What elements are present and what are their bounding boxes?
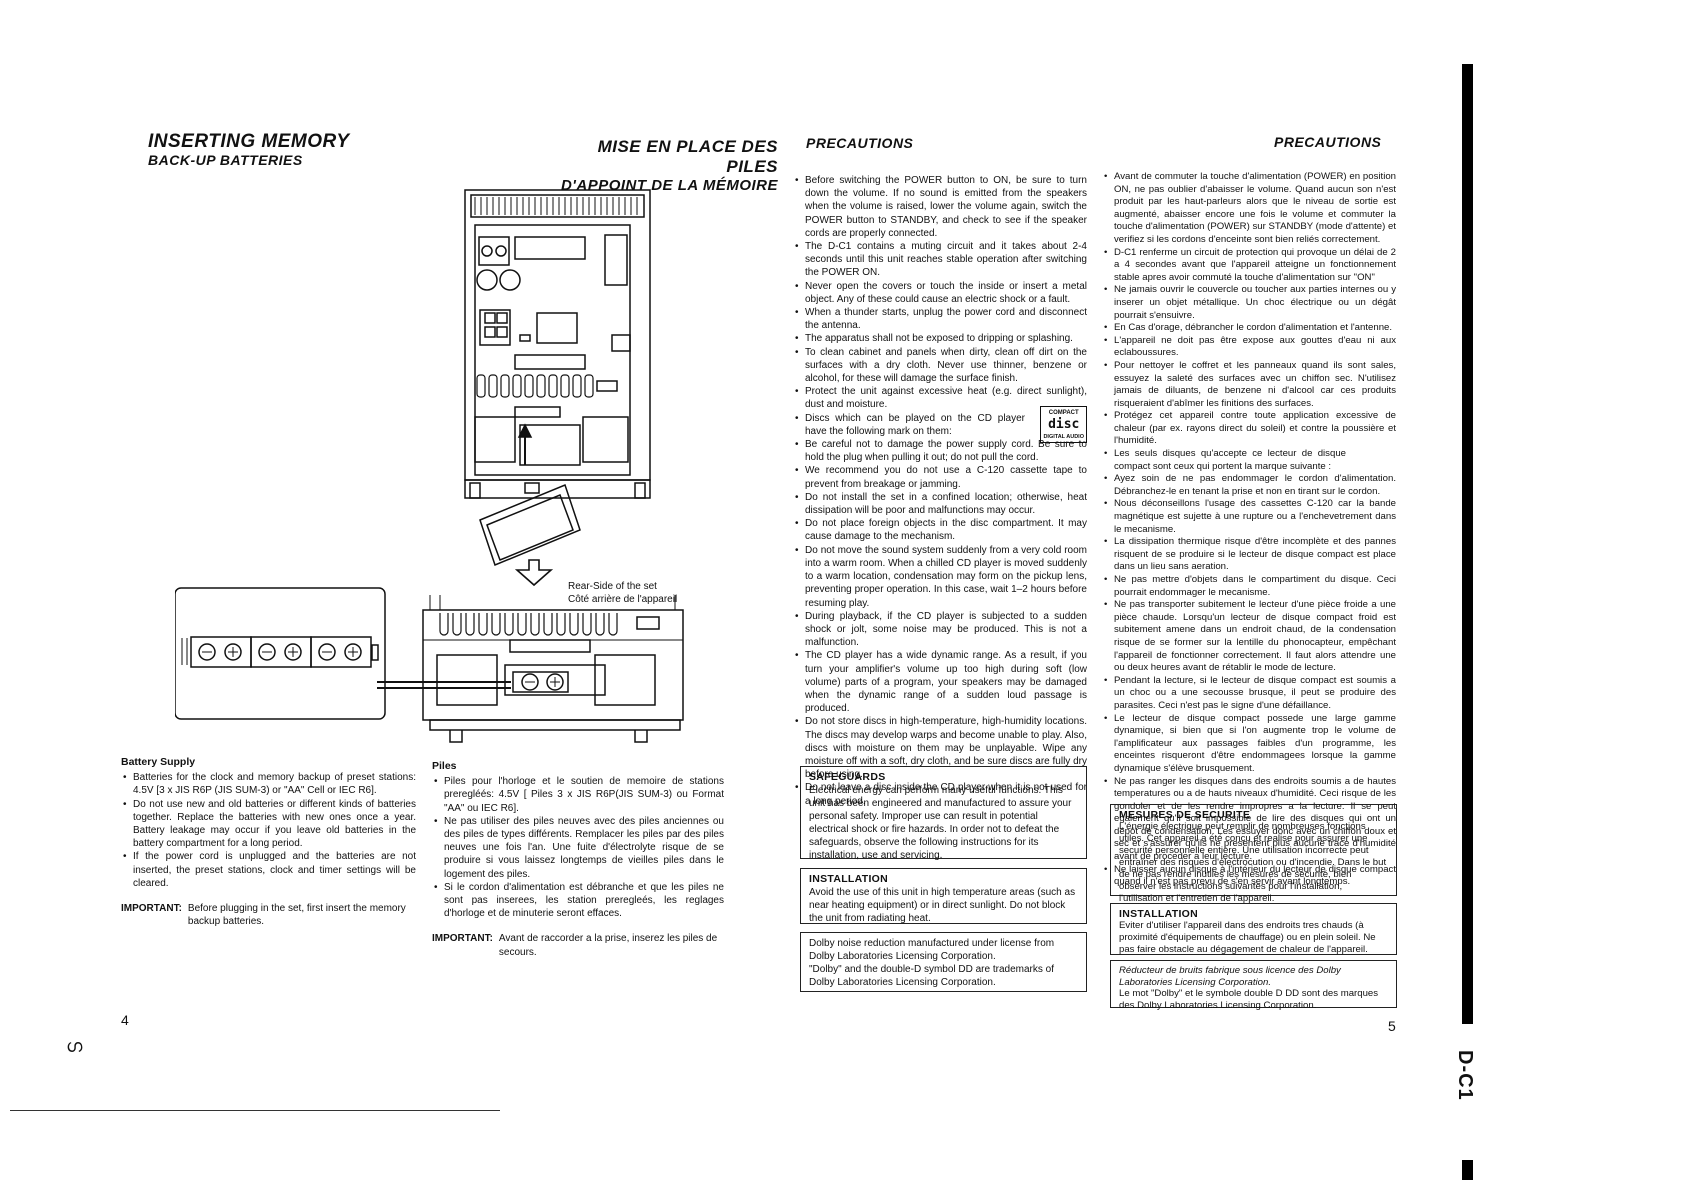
page-mark-left: ഗ xyxy=(66,1036,83,1056)
important-en: IMPORTANT: Before plugging in the set, f… xyxy=(121,902,416,928)
important-fr-label: IMPORTANT: xyxy=(432,933,493,945)
list-item: Ne laisser aucun disque à l'intérieur du… xyxy=(1102,864,1396,889)
list-item: La dissipation thermique risque d'être i… xyxy=(1102,536,1396,574)
mesures-title: MESURES DE SECURITE xyxy=(1119,809,1251,821)
list-item: The apparatus shall not be exposed to dr… xyxy=(793,332,1087,345)
list-item: Protect the unit against excessive heat … xyxy=(793,385,1087,411)
cd-logo-mid: disc xyxy=(1048,416,1080,432)
list-item: Ne pas utiliser des piles neuves avec de… xyxy=(432,815,724,881)
page-number-left: 4 xyxy=(121,1012,129,1028)
diagram-caption-en: Rear-Side of the set xyxy=(568,581,657,592)
mesures-text: L'énergie électrique peut remplir de nom… xyxy=(1119,821,1387,904)
important-fr-text: Avant de raccorder a la prise, inserez l… xyxy=(498,933,718,958)
list-item: The CD player has a wide dynamic range. … xyxy=(793,649,1087,715)
side-label: D-C1 xyxy=(1454,1050,1476,1101)
installation-fr-text: Eviter d'utiliser l'appareil dans des en… xyxy=(1119,920,1376,955)
precautions-fr: Avant de commuter la touche d'alimentati… xyxy=(1102,171,1396,889)
precautions-en: Before switching the POWER button to ON,… xyxy=(793,174,1087,808)
list-item: Be careful not to damage the power suppl… xyxy=(793,438,1087,464)
list-item: Do not place foreign objects in the disc… xyxy=(793,517,1087,543)
list-item: Do not leave a disc inside the CD player… xyxy=(793,781,1087,807)
diagram-caption-fr: Côté arrière de l'appareil xyxy=(568,594,678,605)
list-item: Piles pour l'horloge et le soutien de me… xyxy=(432,775,724,815)
list-item: If the power cord is unplugged and the b… xyxy=(121,850,416,890)
list-item: Le lecteur de disque compact possede une… xyxy=(1102,713,1396,776)
list-item: Si le cordon d'alimentation est débranch… xyxy=(432,881,724,921)
important-en-text: Before plugging in the set, first insert… xyxy=(187,903,406,928)
list-item: En Cas d'orage, débrancher le cordon d'a… xyxy=(1102,322,1396,335)
list-item-text: Discs which can be played on the CD play… xyxy=(805,412,1025,437)
list-item: Ne pas mettre d'objets dans le compartim… xyxy=(1102,574,1396,599)
list-item: Pour nettoyer le coffret et les panneaux… xyxy=(1102,360,1396,410)
list-item: Discs which can be played on the CD play… xyxy=(793,405,1087,443)
list-item: Do not move the sound system suddenly fr… xyxy=(793,544,1087,610)
cd-logo-top: COMPACT xyxy=(1048,409,1079,416)
safeguards-title: SAFEGUARDS xyxy=(809,771,886,783)
safeguards-box: SAFEGUARDS Electrical energy can perform… xyxy=(800,766,1087,861)
precautions-header-en: PRECAUTIONS xyxy=(806,135,914,151)
dolby-en-line1: Dolby noise reduction manufactured under… xyxy=(809,938,1055,962)
list-item: To clean cabinet and panels when dirty, … xyxy=(793,346,1087,386)
important-en-label: IMPORTANT: xyxy=(121,903,182,915)
important-fr: IMPORTANT: Avant de raccorder a la prise… xyxy=(432,932,724,958)
list-item: Protégez cet appareil contre toute appli… xyxy=(1102,410,1396,448)
dolby-fr-box: Réducteur de bruits fabrique sous licenc… xyxy=(1110,960,1397,1011)
installation-en-title: INSTALLATION xyxy=(809,873,889,885)
header-en: INSERTING MEMORY BACK-UP BATTERIES xyxy=(148,131,350,168)
dolby-fr-line2: Le mot "Dolby" et le symbole double D DD… xyxy=(1119,988,1379,1011)
list-item: Avant de commuter la touche d'alimentati… xyxy=(1102,171,1396,247)
list-item: Ne pas ranger les disques dans des endro… xyxy=(1102,776,1396,864)
battery-supply-en: Battery Supply Batteries for the clock a… xyxy=(121,756,416,928)
header-en-line1: INSERTING MEMORY xyxy=(148,131,350,152)
list-item: Do not use new and old batteries or diff… xyxy=(121,798,416,851)
list-item: The D-C1 contains a muting circuit and i… xyxy=(793,240,1087,280)
list-item: During playback, if the CD player is sub… xyxy=(793,610,1087,650)
installation-en-box: INSTALLATION Avoid the use of this unit … xyxy=(800,868,1087,924)
precautions-header-fr: PRECAUTIONS xyxy=(1274,134,1382,150)
installation-fr-box: INSTALLATION Eviter d'utiliser l'apparei… xyxy=(1110,903,1397,955)
mesures-box: MESURES DE SECURITE L'énergie électrique… xyxy=(1110,804,1397,904)
side-bar-top xyxy=(1462,64,1473,1024)
list-item: Never open the covers or touch the insid… xyxy=(793,280,1087,306)
list-item: Do not install the set in a confined loc… xyxy=(793,491,1087,517)
list-item: Ayez soin de ne pas endommager le cordon… xyxy=(1102,473,1396,498)
list-item: Ne jamais ouvrir le couvercle ou toucher… xyxy=(1102,284,1396,322)
header-fr-line1: MISE EN PLACE DES PILES xyxy=(597,137,778,176)
list-item: Batteries for the clock and memory backu… xyxy=(121,771,416,797)
battery-supply-en-title: Battery Supply xyxy=(121,756,196,768)
list-item: We recommend you do not use a C-120 cass… xyxy=(793,464,1087,490)
safeguards-text: Electrical energy can perform many usefu… xyxy=(809,785,1072,861)
list-item: Ne pas transporter subitement le lecteur… xyxy=(1102,599,1396,675)
battery-supply-fr: Piles Piles pour l'horloge et le soutien… xyxy=(432,760,724,959)
dolby-fr-line1: Réducteur de bruits fabrique sous licenc… xyxy=(1119,965,1341,988)
page-number-right: 5 xyxy=(1388,1018,1396,1034)
list-item: When a thunder starts, unplug the power … xyxy=(793,306,1087,332)
list-item: Les seuls disques qu'accepte ce lecteur … xyxy=(1102,448,1396,473)
battery-supply-fr-title: Piles xyxy=(432,760,457,772)
battery-diagram xyxy=(175,189,684,743)
bottom-rule xyxy=(10,1110,500,1111)
list-item: Do not store discs in high-temperature, … xyxy=(793,715,1087,781)
list-item: L'appareil ne doit pas être expose aux g… xyxy=(1102,335,1396,360)
list-item: Pendant la lecture, si le lecteur de dis… xyxy=(1102,675,1396,713)
diagram-caption: Rear-Side of the set Côté arrière de l'a… xyxy=(568,580,677,606)
installation-fr-title: INSTALLATION xyxy=(1119,908,1199,920)
side-bar-bottom xyxy=(1462,1160,1473,1180)
installation-en-text: Avoid the use of this unit in high tempe… xyxy=(809,887,1076,924)
dolby-en-line2: "Dolby" and the double-D symbol DD are t… xyxy=(809,964,1054,988)
list-item: Before switching the POWER button to ON,… xyxy=(793,174,1087,240)
cd-logo-bottom: DIGITAL AUDIO xyxy=(1043,433,1084,440)
header-en-line2: BACK-UP BATTERIES xyxy=(148,152,303,168)
list-item: Nous déconseillons l'usage des cassettes… xyxy=(1102,498,1396,536)
dolby-en-box: Dolby noise reduction manufactured under… xyxy=(800,932,1087,992)
list-item: D-C1 renferme un circuit de protection q… xyxy=(1102,247,1396,285)
